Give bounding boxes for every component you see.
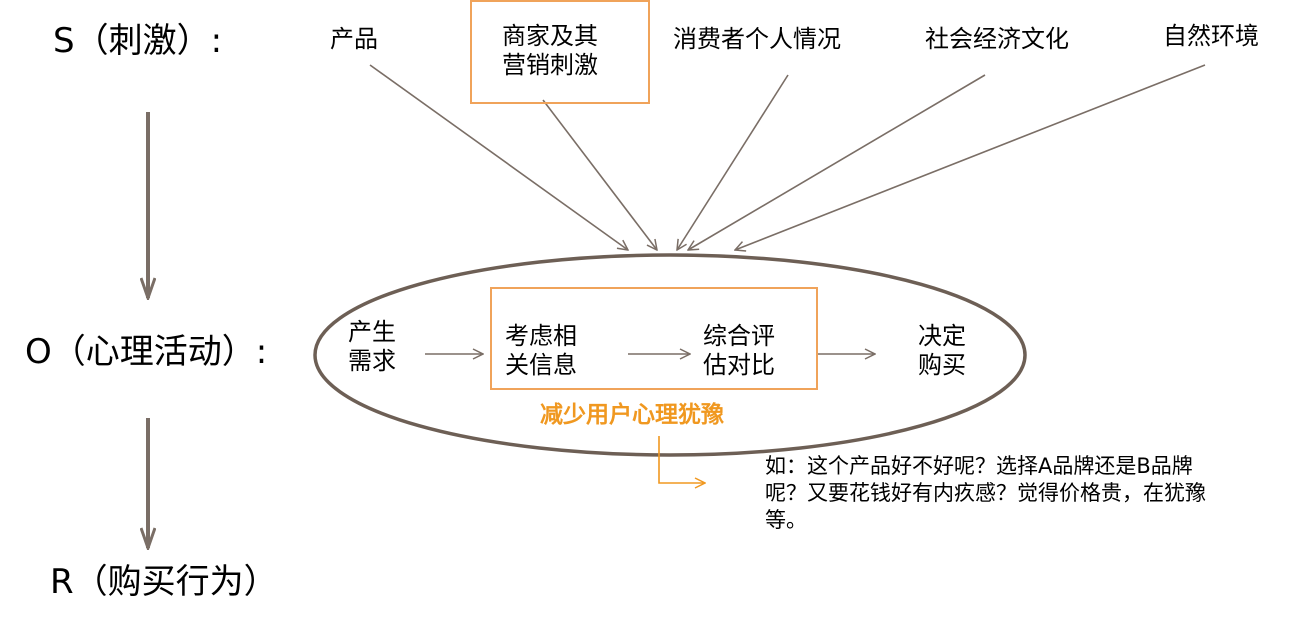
step-decide: 决定 购买 bbox=[918, 322, 966, 379]
merchant-stimulus-box bbox=[470, 0, 650, 104]
stimulus-level-label: S（刺激）: bbox=[53, 21, 223, 61]
step-consider: 考虑相 关信息 bbox=[505, 322, 577, 379]
consumer-arrow bbox=[677, 74, 789, 250]
consider-evaluate-box bbox=[490, 287, 818, 390]
step-need: 产生 需求 bbox=[348, 318, 396, 375]
stimulus-product: 产品 bbox=[330, 25, 378, 53]
psychology-ellipse bbox=[313, 253, 1027, 457]
step-evaluate: 综合评 估对比 bbox=[703, 322, 775, 379]
hesitation-example-note: 如：这个产品好不好呢？选择A品牌还是B品牌呢？又要花钱好有内疚感？觉得价格贵，在… bbox=[765, 454, 1206, 532]
socio-arrow bbox=[688, 74, 986, 250]
note-connector-arrow bbox=[658, 436, 705, 483]
product-arrow bbox=[369, 64, 628, 250]
stimulus-consumer: 消费者个人情况 bbox=[673, 25, 841, 53]
psychology-level-label: O（心理活动）: bbox=[25, 332, 268, 372]
merchant-arrow bbox=[542, 99, 657, 250]
nature-arrow bbox=[735, 64, 1206, 250]
response-level-label: R（购买行为） bbox=[50, 562, 278, 602]
stimulus-merchant: 商家及其 营销刺激 bbox=[502, 22, 598, 79]
stimulus-socio-economic: 社会经济文化 bbox=[925, 25, 1069, 53]
reduce-hesitation-label: 减少用户心理犹豫 bbox=[540, 402, 724, 428]
stimulus-nature: 自然环境 bbox=[1163, 22, 1259, 50]
